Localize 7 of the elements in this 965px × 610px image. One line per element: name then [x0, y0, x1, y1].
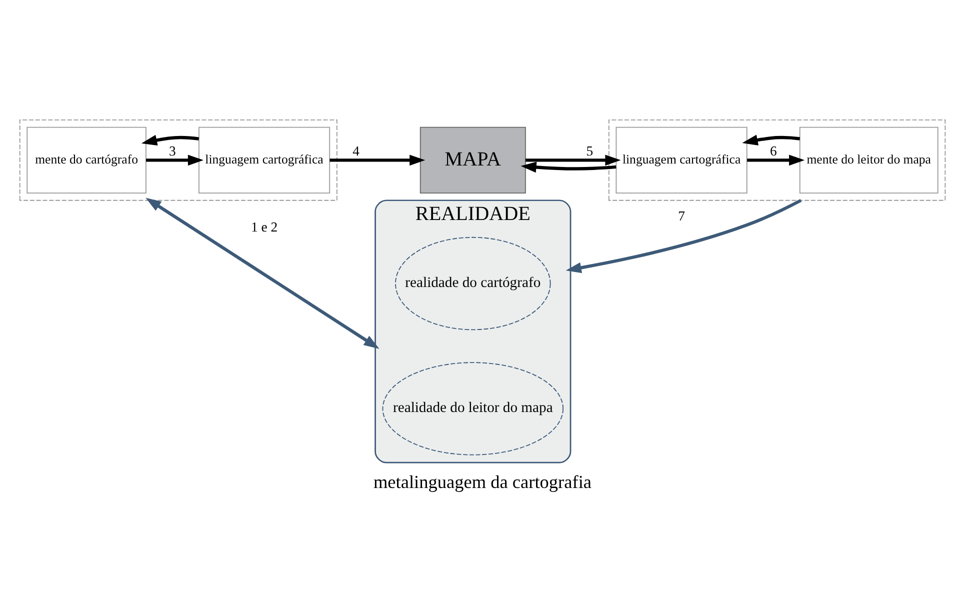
edge-label: 1 e 2 — [250, 219, 278, 234]
edge-label: 5 — [586, 144, 594, 159]
edge-label: 4 — [352, 144, 360, 159]
edge-label: 7 — [678, 208, 685, 224]
edge-label: 3 — [169, 144, 176, 159]
caption: metalinguagem da cartografia — [373, 472, 592, 492]
edge-label: 6 — [770, 144, 777, 159]
